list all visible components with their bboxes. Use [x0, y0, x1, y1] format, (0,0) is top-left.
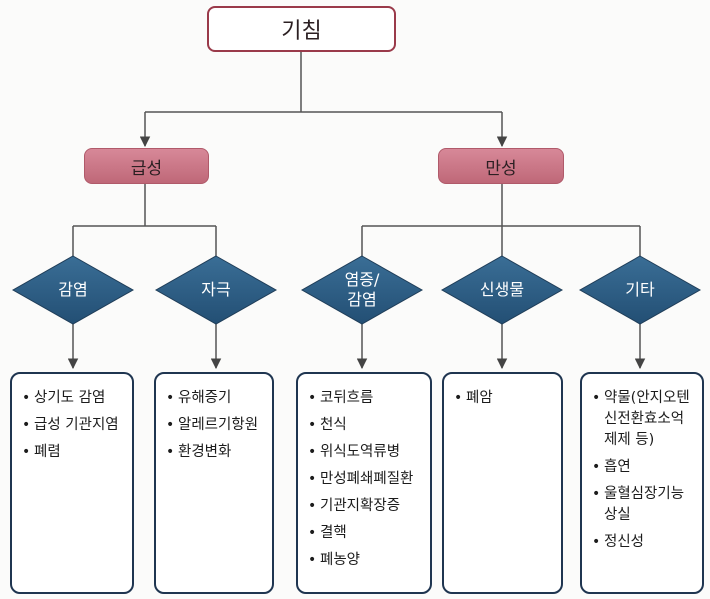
list-item: 코뒤흐름	[308, 388, 422, 409]
list-box-category-2: 유해증기 알레르기항원 환경변화	[154, 372, 274, 594]
root-label: 기침	[281, 19, 322, 44]
list-item: 기관지확장증	[308, 496, 422, 517]
branch-chronic-label: 만성	[485, 158, 517, 179]
diamond-category-2	[154, 255, 278, 325]
list-box-category-1: 상기도 감염 급성 기관지염 폐렴	[10, 372, 134, 594]
list-item: 울혈심장기능상실	[592, 484, 694, 526]
branch-acute-label: 급성	[130, 158, 163, 179]
list-item: 정신성	[592, 532, 694, 553]
category-3-label: 염증/ 감염	[344, 270, 380, 309]
list-item: 상기도 감염	[22, 388, 124, 409]
branch-chronic: 만성	[438, 148, 564, 184]
list-item: 천식	[308, 415, 422, 436]
list-item: 유해증기	[166, 388, 264, 409]
list-box-category-5: 약물(안지오텐신전환효소억제제 등) 흡연 울혈심장기능상실 정신성	[580, 372, 704, 594]
list-item: 폐농양	[308, 550, 422, 571]
list-item: 폐렴	[22, 442, 124, 463]
diamond-category-5	[578, 255, 702, 325]
list-item: 환경변화	[166, 442, 264, 463]
list-item: 위식도역류병	[308, 442, 422, 463]
branch-acute: 급성	[84, 148, 209, 184]
category-1-label: 감염	[58, 280, 88, 299]
category-2-label: 자극	[201, 280, 231, 299]
list-item: 결핵	[308, 523, 422, 544]
list-box-category-4: 폐암	[442, 372, 563, 594]
list-item: 만성폐쇄폐질환	[308, 469, 422, 490]
root-node: 기침	[207, 6, 396, 52]
diamond-category-1	[11, 255, 135, 325]
list-item: 흡연	[592, 457, 694, 478]
category-4-label: 신생물	[479, 280, 525, 299]
list-box-category-3: 코뒤흐름 천식 위식도역류병 만성폐쇄폐질환 기관지확장증 결핵 폐농양	[296, 372, 432, 594]
list-item: 약물(안지오텐신전환효소억제제 등)	[592, 388, 694, 451]
diamond-category-4	[440, 255, 564, 325]
diamond-category-3	[300, 255, 424, 325]
list-item: 폐암	[454, 388, 553, 409]
list-item: 알레르기항원	[166, 415, 264, 436]
list-item: 급성 기관지염	[22, 415, 124, 436]
category-5-label: 기타	[625, 280, 655, 299]
